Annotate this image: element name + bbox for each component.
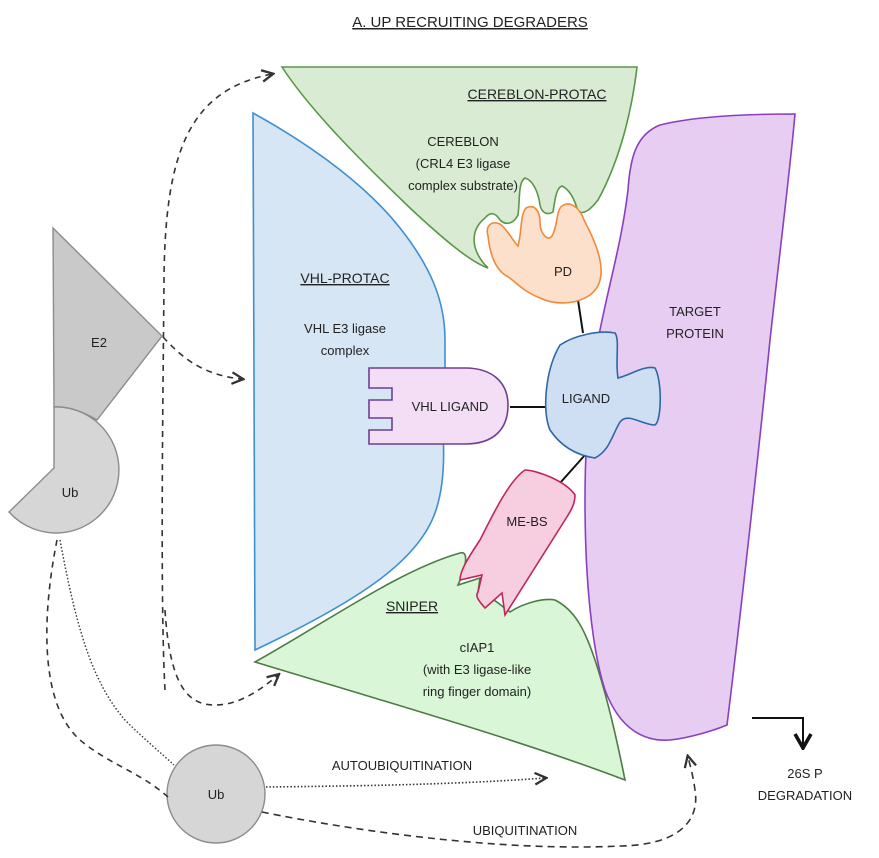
mebs-ligand-linker: [559, 454, 586, 484]
vhl-ligand-label: VHL LIGAND: [412, 399, 489, 414]
ub-bottom-label: Ub: [208, 787, 225, 802]
target-protein-shape: [584, 113, 796, 741]
arrow-to-vhl: [162, 336, 242, 379]
e2-label: E2: [91, 335, 107, 350]
sniper-complex-shape: [252, 552, 627, 782]
pd-ligand-linker: [577, 299, 584, 334]
vhl-desc-line-2: complex: [321, 343, 370, 358]
degradation-line-2: DEGRADATION: [758, 788, 852, 803]
pd-shape: [486, 203, 602, 304]
ub-link-dashed: [46, 539, 169, 798]
cereblon-desc-line-2: (CRL4 E3 ligase: [416, 156, 511, 171]
arrow-to-sniper: [164, 609, 278, 706]
degradation-line-1: 26S P: [787, 766, 822, 781]
ubiquitination-label: UBIQUITINATION: [473, 823, 577, 838]
mebs-shape: [459, 469, 576, 618]
sniper-desc-line-2: (with E3 ligase-like: [423, 662, 531, 677]
diagram-title: A. UP RECRUITING DEGRADERS: [352, 14, 588, 31]
ligand-shape: [544, 331, 662, 459]
autoubiquitination-label: AUTOUBIQUITINATION: [332, 758, 472, 773]
vhl-desc-line-1: VHL E3 ligase: [304, 321, 386, 336]
e2-shape: [52, 226, 163, 421]
cereblon-desc-line-3: complex substrate): [408, 178, 518, 193]
sniper-desc-line-3: ring finger domain): [423, 684, 531, 699]
ubiquitination-arrow: [261, 757, 696, 848]
degradation-arrow: [752, 717, 803, 748]
cereblon-complex-shape: [280, 66, 638, 269]
ub-link-dotted: [59, 539, 175, 766]
target-protein-line-1: TARGET: [669, 304, 721, 319]
ub-top-label: Ub: [62, 485, 79, 500]
mebs-label: ME-BS: [506, 514, 548, 529]
vhl-ligand-shape: [368, 367, 509, 445]
ub-top-shape: [8, 406, 120, 534]
cereblon-heading: CEREBLON-PROTAC: [468, 86, 607, 102]
sniper-heading: SNIPER: [386, 598, 438, 614]
target-protein-line-2: PROTEIN: [666, 326, 724, 341]
pd-label: PD: [554, 264, 572, 279]
ub-bottom-shape: [166, 744, 266, 844]
cereblon-desc-line-1: CEREBLON: [427, 134, 499, 149]
sniper-desc-line-1: cIAP1: [460, 640, 495, 655]
ligand-label: LIGAND: [562, 391, 610, 406]
autoubiquitination-arrow: [265, 778, 545, 788]
arrow-to-cereblon: [161, 74, 272, 691]
vhl-heading: VHL-PROTAC: [300, 270, 389, 286]
